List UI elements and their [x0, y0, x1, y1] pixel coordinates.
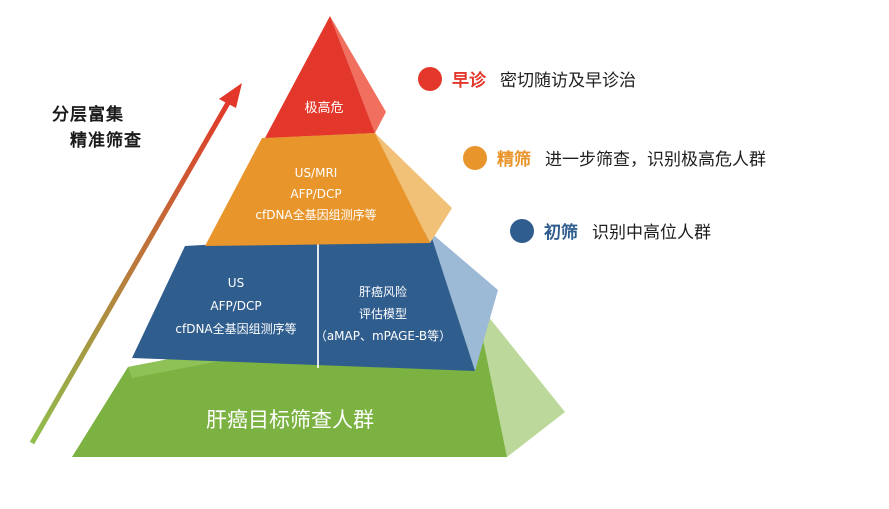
pyramid-tier-top: 极高危	[265, 16, 386, 138]
top-label: 极高危	[304, 100, 343, 116]
initial-right-line-3: （aMAP、mPAGE-B等）	[315, 329, 451, 343]
fine-line-3: cfDNA全基因组测序等	[255, 207, 376, 222]
legend-title: 早诊	[452, 71, 486, 91]
initial-right-line-2: 评估模型	[359, 307, 407, 321]
red-dot-icon	[418, 66, 442, 91]
legend-desc: 进一步筛查，识别极高危人群	[545, 150, 766, 170]
legend-title: 精筛	[497, 150, 531, 170]
side-label-line-2: 精准筛查	[70, 131, 142, 151]
legend-desc: 识别中高位人群	[592, 223, 711, 243]
up-right-arrow-icon	[29, 83, 242, 445]
side-label-line-1: 分层富集	[52, 105, 124, 125]
legend-item-early-diagnosis: 早诊 密切随访及早诊治	[418, 66, 636, 91]
fine-line-2: AFP/DCP	[290, 187, 341, 201]
legend-desc: 密切随访及早诊治	[500, 71, 636, 91]
legend-item-fine-screening: 精筛 进一步筛查，识别极高危人群	[463, 145, 766, 170]
pyramid-tier-fine: US/MRI AFP/DCP cfDNA全基因组测序等	[205, 133, 452, 246]
initial-left-line-1: US	[228, 276, 244, 290]
legend-title: 初筛	[544, 223, 578, 243]
initial-right-line-1: 肝癌风险	[359, 284, 407, 299]
fine-line-1: US/MRI	[295, 166, 338, 180]
initial-left-line-3: cfDNA全基因组测序等	[175, 321, 296, 336]
orange-dot-icon	[463, 145, 487, 170]
legend-item-initial-screening: 初筛 识别中高位人群	[510, 218, 711, 243]
base-label: 肝癌目标筛查人群	[206, 408, 374, 432]
blue-dot-icon	[510, 218, 534, 243]
initial-left-line-2: AFP/DCP	[210, 299, 261, 313]
pyramid-tier-initial: US AFP/DCP cfDNA全基因组测序等 肝癌风险 评估模型 （aMAP、…	[132, 232, 498, 371]
